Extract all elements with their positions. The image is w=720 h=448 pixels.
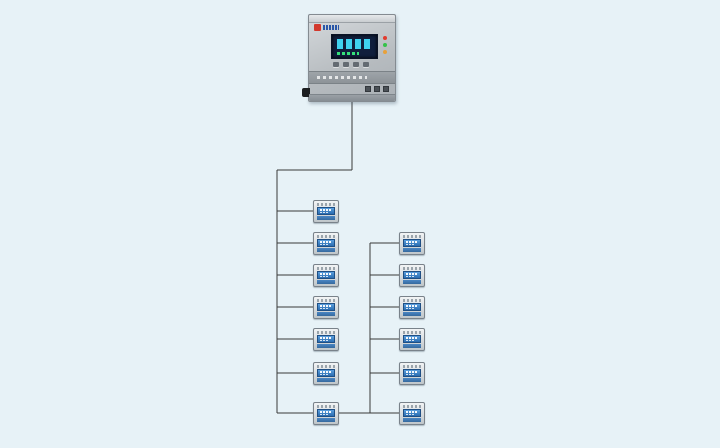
detector-display (317, 335, 335, 343)
alarm-controller (302, 14, 396, 102)
detector-display (403, 409, 421, 417)
detector-label (403, 378, 421, 382)
detector-vent (317, 331, 335, 334)
led-indicator (383, 43, 387, 47)
detector-vent (403, 365, 421, 368)
gas-detector-left-7 (313, 402, 339, 425)
detector-label (317, 248, 335, 252)
detector-label (317, 312, 335, 316)
detector-vent (317, 267, 335, 270)
detector-label (317, 344, 335, 348)
port-square (383, 86, 389, 92)
gas-detector-right-5 (399, 362, 425, 385)
detector-label (403, 280, 421, 284)
side-connector (302, 88, 310, 97)
detector-vent (403, 235, 421, 238)
detector-label (317, 216, 335, 220)
gas-detector-right-3 (399, 296, 425, 319)
detector-vent (317, 235, 335, 238)
label-band (309, 71, 395, 84)
detector-vent (317, 203, 335, 206)
gas-detector-left-5 (313, 328, 339, 351)
panel-button (343, 62, 349, 67)
status-leds (383, 36, 389, 57)
detector-display (317, 369, 335, 377)
detector-display (403, 271, 421, 279)
detector-display (317, 409, 335, 417)
led-indicator (383, 36, 387, 40)
detector-vent (317, 299, 335, 302)
brand-logo (314, 24, 340, 31)
gas-detector-left-1 (313, 200, 339, 223)
detector-label (403, 418, 421, 422)
gas-detector-left-2 (313, 232, 339, 255)
detector-vent (317, 405, 335, 408)
gas-detector-left-6 (313, 362, 339, 385)
detector-display (317, 239, 335, 247)
detector-vent (317, 365, 335, 368)
gas-detector-right-2 (399, 264, 425, 287)
led-display (331, 34, 378, 59)
controller-base (309, 94, 395, 101)
detector-display (317, 271, 335, 279)
detector-display (403, 303, 421, 311)
port-buttons (365, 86, 389, 92)
led-indicator (383, 50, 387, 54)
control-buttons (333, 62, 369, 67)
panel-button (333, 62, 339, 67)
detector-display (317, 207, 335, 215)
detector-label (317, 378, 335, 382)
detector-label (403, 248, 421, 252)
detector-display (317, 303, 335, 311)
gas-detector-right-1 (399, 232, 425, 255)
gas-detector-left-3 (313, 264, 339, 287)
detector-vent (403, 299, 421, 302)
display-subrow (337, 52, 359, 55)
detector-vent (403, 267, 421, 270)
detector-vent (403, 331, 421, 334)
detector-display (403, 335, 421, 343)
detector-label (317, 418, 335, 422)
detector-label (317, 280, 335, 284)
gas-detector-left-4 (313, 296, 339, 319)
gas-detector-right-4 (399, 328, 425, 351)
detector-vent (403, 405, 421, 408)
port-square (365, 86, 371, 92)
controller-top-cap (309, 15, 395, 23)
gas-detector-right-6 (399, 402, 425, 425)
panel-button (363, 62, 369, 67)
port-square (374, 86, 380, 92)
detector-display (403, 239, 421, 247)
detector-label (403, 344, 421, 348)
panel-button (353, 62, 359, 67)
display-digits (337, 39, 372, 49)
detector-label (403, 312, 421, 316)
detector-display (403, 369, 421, 377)
